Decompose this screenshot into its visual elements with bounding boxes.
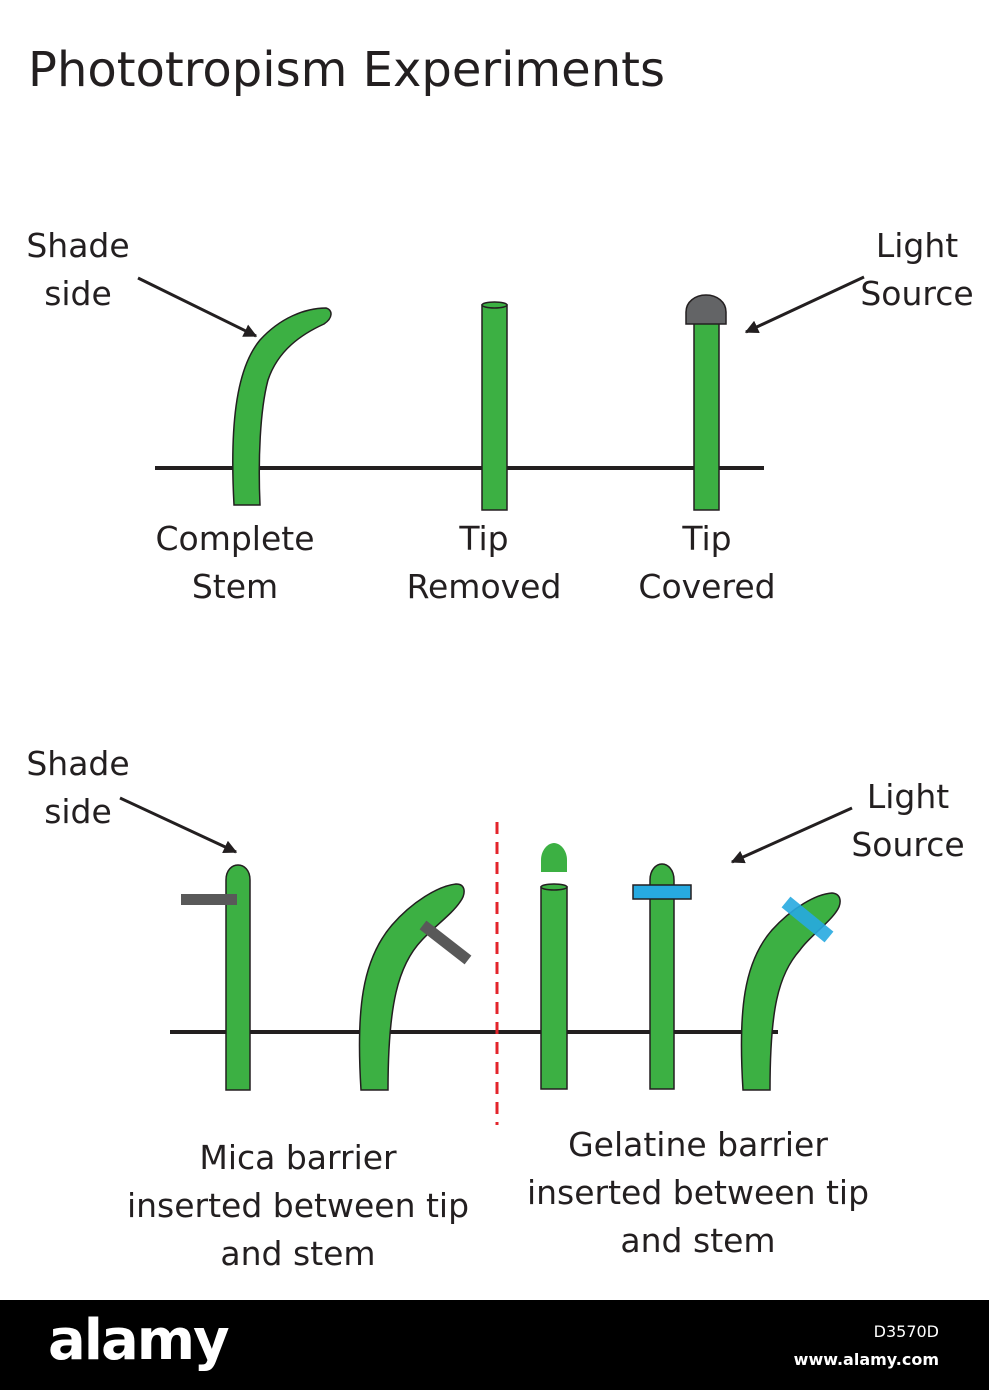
tip-removed-stem <box>481 301 508 511</box>
light-arrow-top <box>744 275 865 334</box>
opaque-cap <box>685 294 727 325</box>
mica-barrier <box>419 920 472 965</box>
light-arrow-bottom <box>730 806 853 864</box>
page-title: Phototropism Experiments <box>28 42 665 98</box>
mica-straight-stem <box>181 864 251 1091</box>
mica-bent-stem <box>358 883 472 1091</box>
shade-arrow-bottom <box>119 796 238 854</box>
complete-stem <box>232 307 332 506</box>
gelatine-separated-stem <box>540 843 568 1090</box>
detached-tip <box>541 843 567 872</box>
gelatine-barrier <box>781 896 834 943</box>
gelatine-barrier <box>632 884 692 900</box>
watermark-footer: alamy D3570D www.alamy.com <box>0 1300 989 1390</box>
site-url: www.alamy.com <box>793 1350 939 1369</box>
tip-covered-stem <box>685 294 727 511</box>
diagram: Phototropism Experiments <box>26 42 974 1273</box>
gelatine-straight-stem <box>632 863 692 1090</box>
mica-barrier <box>181 894 237 905</box>
alamy-logo: alamy <box>48 1308 230 1373</box>
diagram-canvas <box>119 275 865 1125</box>
image-code: D3570D <box>873 1322 939 1341</box>
shade-arrow-top <box>137 276 258 338</box>
gelatine-bent-stem <box>740 892 841 1091</box>
